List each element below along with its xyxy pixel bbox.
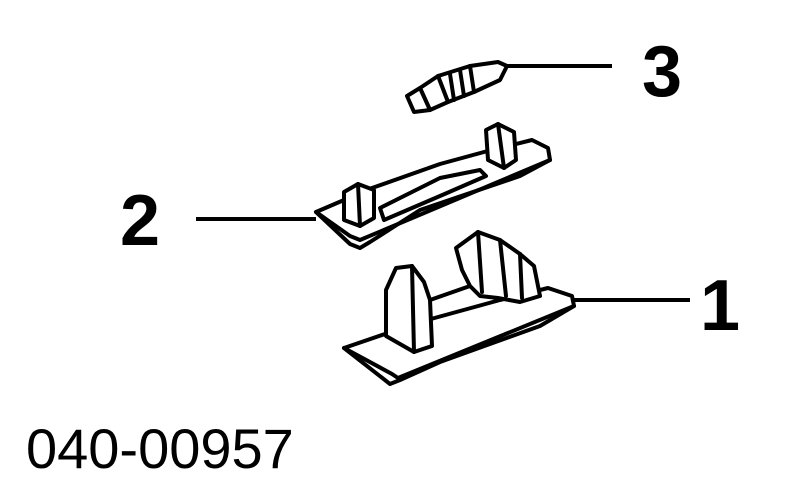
socket-plate-part (314, 122, 552, 250)
part-code: 040-00957 (26, 417, 294, 480)
callout-2: 2 (120, 181, 160, 261)
lamp-housing-part (342, 230, 576, 386)
bulb-part (405, 60, 509, 114)
callout-3: 3 (642, 32, 682, 112)
callout-1: 1 (700, 266, 740, 346)
